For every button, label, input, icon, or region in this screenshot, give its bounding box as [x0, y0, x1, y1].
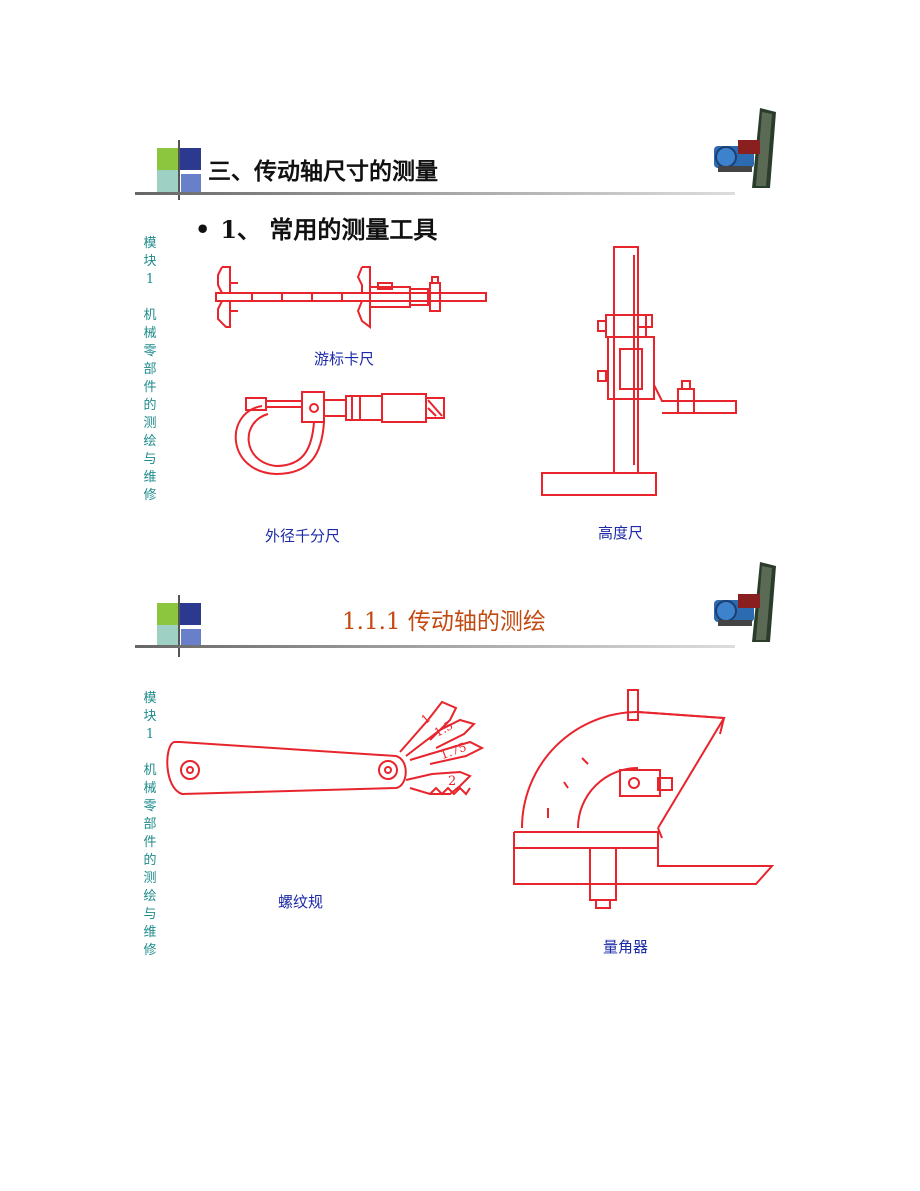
side-char: 件 — [143, 835, 157, 850]
side-char: 部 — [143, 362, 157, 377]
deco-square-blue — [179, 148, 201, 170]
machine-illustration — [714, 108, 776, 188]
header-rule — [135, 645, 735, 648]
side-char: 与 — [143, 907, 157, 922]
header-decoration — [135, 595, 235, 657]
slide-1: 三、传动轴尺寸的测量 • 1、 常用的测量工具 模 块 1 机 械 零 部 件 的… — [0, 100, 920, 560]
side-char: 模 — [143, 691, 157, 706]
section-title: 1.1.1 传动轴的测绘 — [342, 609, 546, 635]
deco-square-blue-small — [181, 629, 201, 647]
side-char: 块 — [143, 254, 157, 269]
side-module-label: 模 块 1 机 械 零 部 件 的 测 绘 与 维 修 — [140, 235, 160, 505]
side-char: 模 — [143, 236, 157, 251]
caption-thread-gauge: 螺纹规 — [278, 893, 324, 911]
thread-gauge-drawing — [160, 690, 490, 800]
micrometer-drawing — [232, 392, 452, 482]
height-gauge-drawing — [538, 245, 748, 500]
side-char: 部 — [143, 817, 157, 832]
subheading-text: 1、 常用的测量工具 — [220, 215, 438, 244]
side-gap — [140, 289, 160, 307]
machine-illustration — [714, 562, 776, 642]
side-char: 修 — [143, 943, 157, 958]
side-char: 测 — [143, 416, 157, 431]
caption-protractor: 量角器 — [603, 938, 649, 956]
side-char: 绘 — [143, 889, 157, 904]
side-char: 块 — [143, 709, 157, 724]
side-char: 件 — [143, 380, 157, 395]
side-char: 零 — [143, 799, 157, 814]
side-char: 修 — [143, 488, 157, 503]
side-char: 械 — [143, 326, 157, 341]
side-char: 测 — [143, 871, 157, 886]
deco-square-green — [157, 603, 179, 625]
side-char: 的 — [143, 853, 157, 868]
deco-vertical-line — [178, 140, 180, 200]
header-decoration — [135, 140, 235, 200]
deco-square-blue-small — [181, 174, 201, 192]
deco-square-teal — [157, 625, 179, 647]
header-rule — [135, 192, 735, 195]
side-char: 维 — [143, 470, 157, 485]
deco-square-blue — [179, 603, 201, 625]
side-char: 1 — [145, 272, 155, 287]
caption-micrometer: 外径千分尺 — [265, 527, 341, 545]
side-char: 绘 — [143, 434, 157, 449]
side-module-label: 模 块 1 机 械 零 部 件 的 测 绘 与 维 修 — [140, 690, 160, 960]
thread-mark: 2 — [448, 774, 457, 789]
side-char: 的 — [143, 398, 157, 413]
side-char: 机 — [143, 763, 157, 778]
vernier-caliper-drawing — [212, 265, 492, 335]
side-char: 零 — [143, 344, 157, 359]
deco-square-green — [157, 148, 179, 170]
page-title: 三、传动轴尺寸的测量 — [208, 158, 438, 185]
deco-vertical-line — [178, 595, 180, 657]
caption-height-gauge: 高度尺 — [598, 524, 644, 542]
bullet-mark: • — [195, 215, 211, 244]
slide-2: 1.1.1 传动轴的测绘 模 块 1 机 械 零 部 件 的 测 绘 与 维 修 — [0, 560, 920, 980]
side-char: 1 — [145, 727, 155, 742]
section-subheading: • 1、 常用的测量工具 — [195, 210, 437, 245]
caption-vernier: 游标卡尺 — [314, 350, 375, 368]
side-gap — [140, 744, 160, 762]
deco-square-teal — [157, 170, 179, 192]
side-char: 与 — [143, 452, 157, 467]
side-char: 机 — [143, 308, 157, 323]
protractor-drawing — [508, 688, 778, 918]
side-char: 维 — [143, 925, 157, 940]
side-char: 械 — [143, 781, 157, 796]
